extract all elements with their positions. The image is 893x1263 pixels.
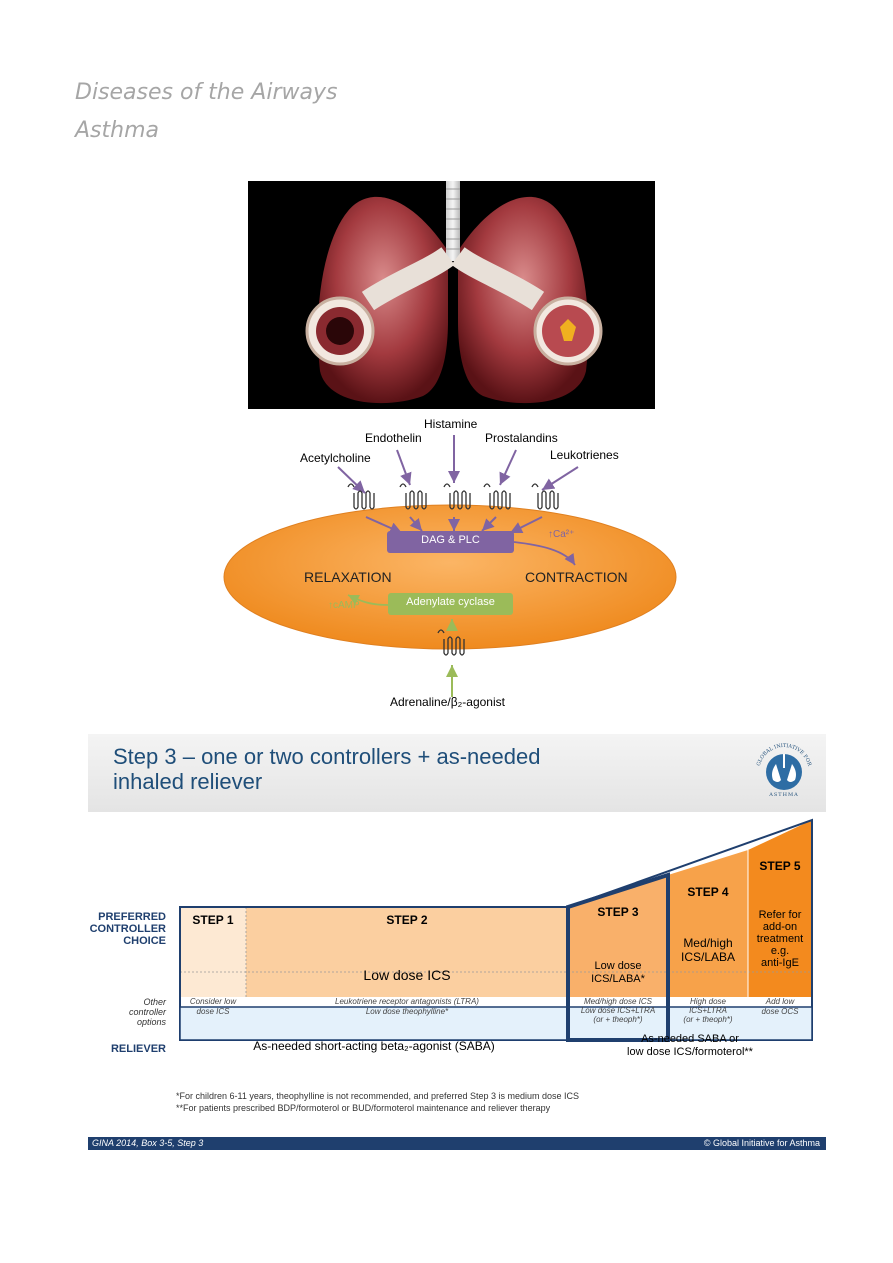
- step4-label: STEP 4: [687, 885, 729, 899]
- camp-label: ↑cAMP: [328, 600, 360, 611]
- footer-copyright: © Global Initiative for Asthma: [703, 1138, 820, 1148]
- adenylate-cyclase-box: Adenylate cyclase: [406, 596, 495, 608]
- page-title: Diseases of the Airways: [75, 80, 338, 105]
- ligand-label: Leukotrienes: [550, 448, 619, 462]
- calcium-label: ↑Ca²⁺: [548, 529, 575, 540]
- footnote: **For patients prescribed BDP/formoterol…: [176, 1103, 551, 1113]
- footnote: *For children 6-11 years, theophylline i…: [176, 1091, 580, 1101]
- step5-label: STEP 5: [759, 859, 801, 873]
- slide-title-line2: inhaled reliever: [113, 769, 263, 794]
- slide-footer: [88, 1137, 826, 1150]
- signaling-pathway-diagram: Acetylcholine Endothelin Histamine Prost…: [220, 415, 680, 715]
- dag-plc-box: DAG & PLC: [421, 534, 480, 546]
- slide-header: [88, 734, 826, 812]
- row-label-reliever: RELIEVER: [110, 1043, 166, 1055]
- agonist-label: Adrenaline/β₂-agonist: [390, 695, 505, 709]
- step3-label: STEP 3: [597, 905, 639, 919]
- logo-text-bottom: ASTHMA: [769, 792, 799, 798]
- step2-label: STEP 2: [386, 913, 428, 927]
- gina-logo: GLOBAL INITIATIVE FOR ASTHMA: [751, 740, 817, 806]
- step1-label: STEP 1: [192, 913, 234, 927]
- page-subtitle: Asthma: [75, 118, 159, 143]
- step2-preferred: Low dose ICS: [363, 967, 451, 983]
- footer-source: GINA 2014, Box 3-5, Step 3: [92, 1138, 204, 1148]
- ligand-label: Prostalandins: [485, 431, 558, 445]
- relaxation-label: RELAXATION: [304, 569, 392, 585]
- reliever-saba: As-needed short-acting beta₂-agonist (SA…: [253, 1039, 495, 1053]
- gina-step3-slide: Step 3 – one or two controllers + as-nee…: [88, 734, 826, 1150]
- ligand-label: Endothelin: [365, 431, 422, 445]
- contraction-label: CONTRACTION: [525, 569, 628, 585]
- slide-title-line1: Step 3 – one or two controllers + as-nee…: [113, 744, 541, 769]
- ligand-label: Acetylcholine: [300, 451, 371, 465]
- lung-illustration: [248, 181, 655, 409]
- step2-other: Leukotriene receptor antagonists (LTRA)L…: [335, 997, 479, 1016]
- ligand-label: Histamine: [424, 417, 478, 431]
